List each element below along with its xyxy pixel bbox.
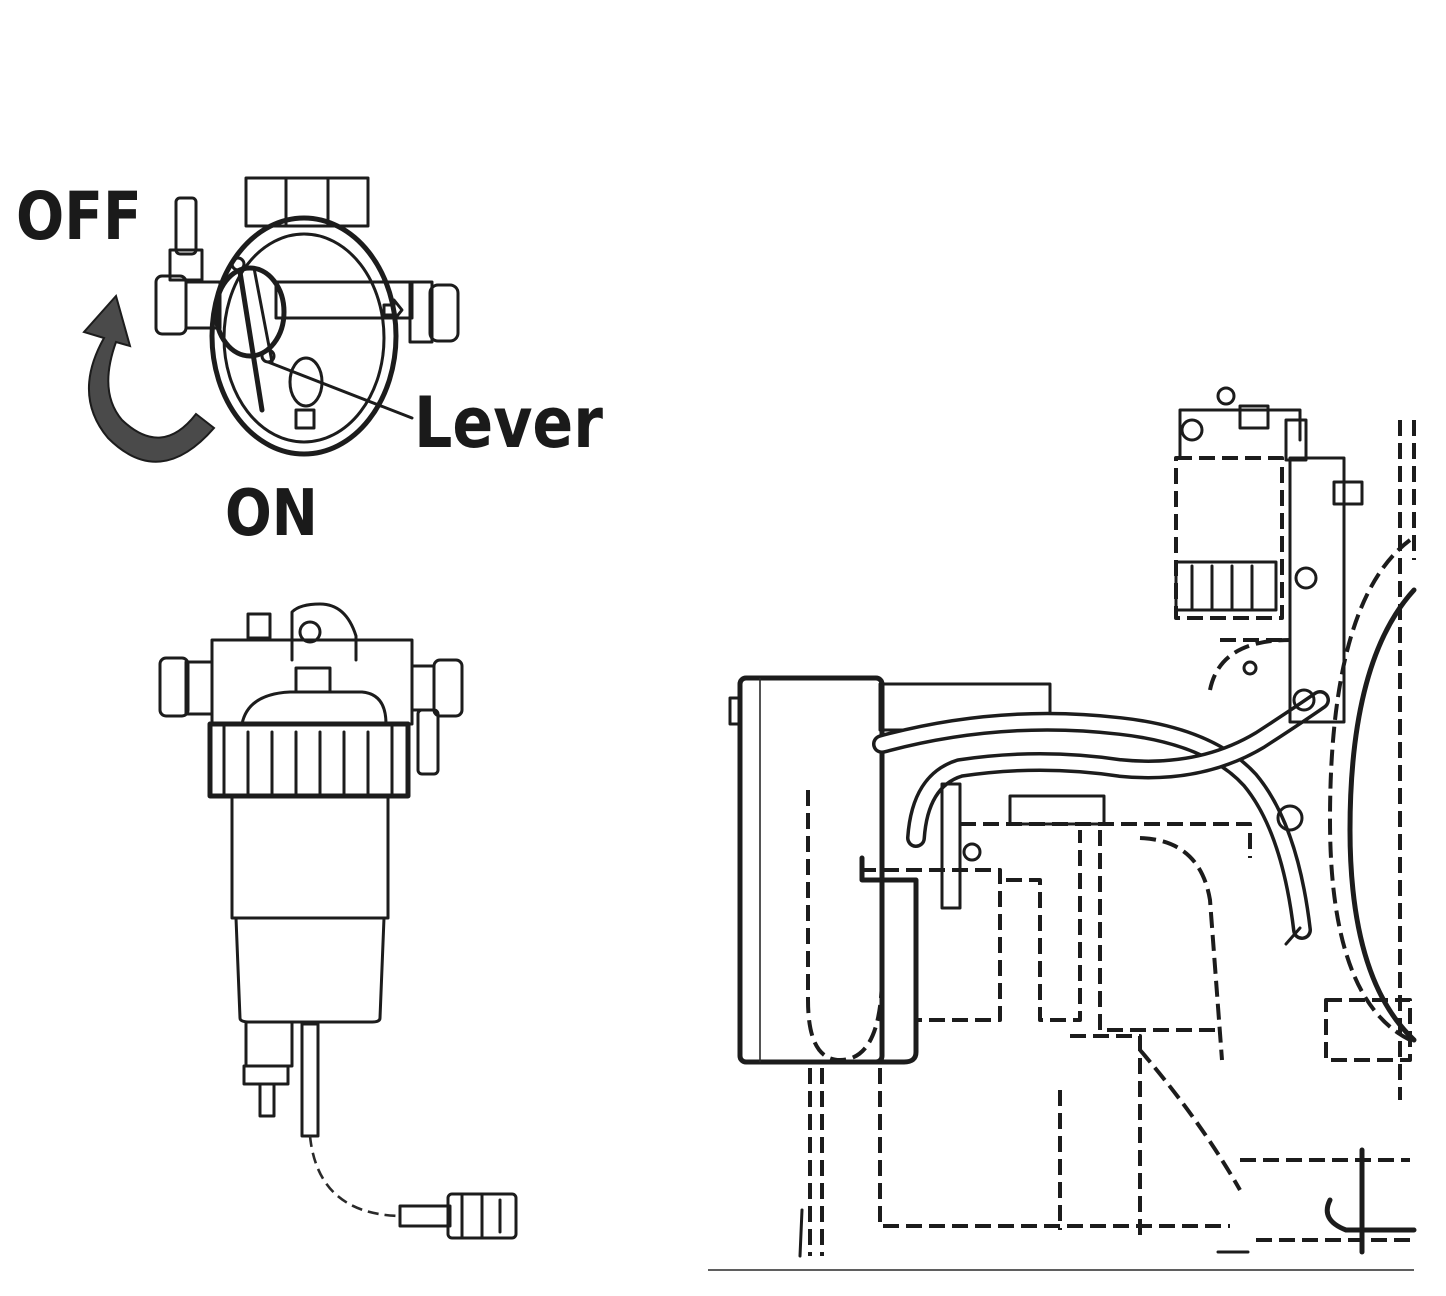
off-label: OFF [16, 178, 142, 255]
valve-top-view [82, 176, 460, 463]
flow-direction-arrow-icon [382, 298, 404, 322]
lever-label: Lever [414, 382, 603, 464]
fuel-filter-side-view [158, 602, 518, 1240]
on-label: ON [225, 477, 318, 551]
engine-layout-view [708, 386, 1417, 1271]
curved-arrow-icon [82, 293, 216, 463]
